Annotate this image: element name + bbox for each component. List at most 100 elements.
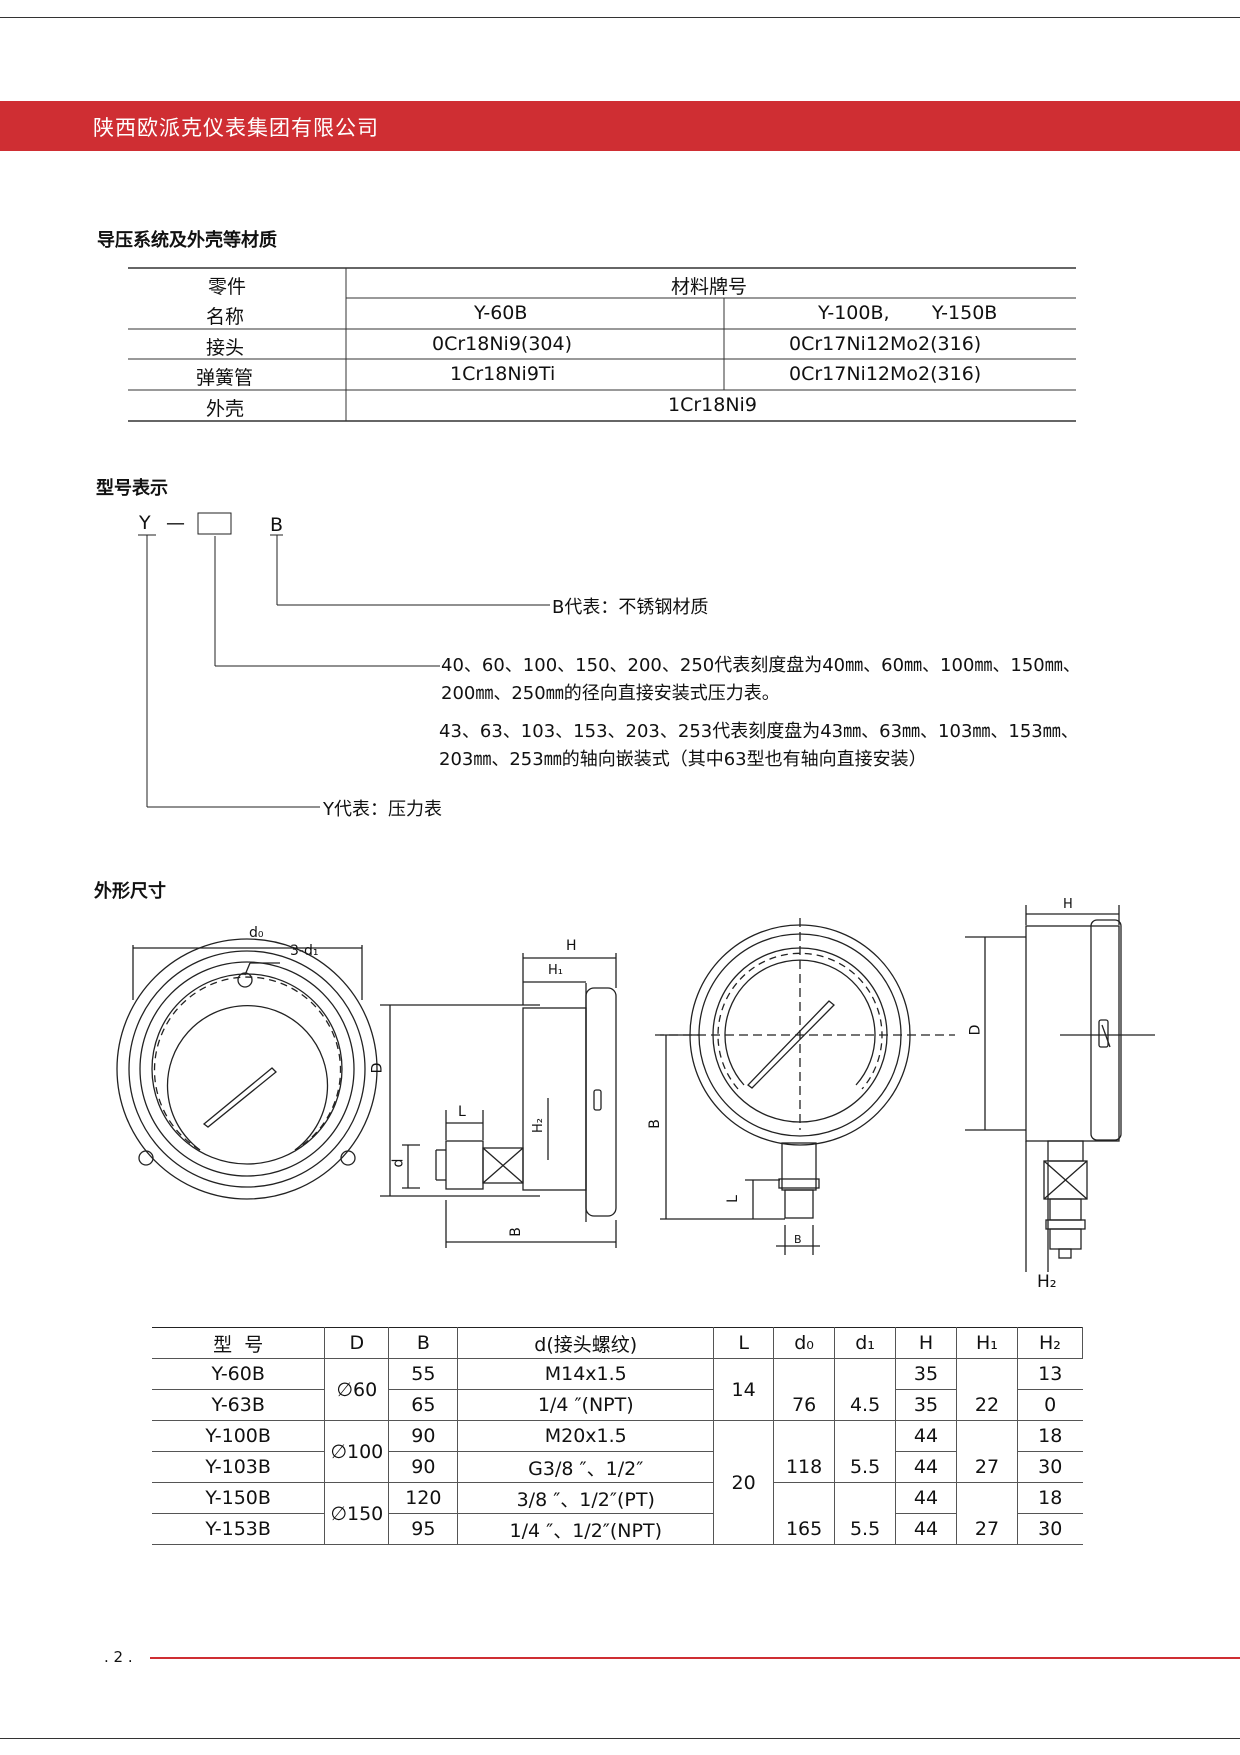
label-B: B <box>507 1227 524 1237</box>
cell-thread: 1/4 ″(NPT) <box>457 1389 715 1421</box>
cell-model: Y-103B <box>152 1451 326 1483</box>
col-header: d₀ <box>773 1327 836 1359</box>
col-header: d(接头螺纹) <box>457 1327 715 1359</box>
cell-H: 44 <box>895 1420 957 1452</box>
model-code-diagram <box>138 512 550 808</box>
mat-header-part-1: 零件 <box>208 276 247 298</box>
table-row: Y-150B ∅150 120 3/8 ″、1/2″(PT) 165 5.5 4… <box>152 1482 1083 1545</box>
dimension-table: 型 号 D B d(接头螺纹) L d₀ d₁ H H₁ H₂ Y-60B ∅6… <box>152 1327 1084 1545</box>
cell-H1: 27 <box>956 1420 1018 1483</box>
front-view-flange <box>116 938 378 1200</box>
cell-H2: 30 <box>1016 1513 1083 1545</box>
company-banner: 陕西欧派克仪表集团有限公司 <box>0 101 1240 151</box>
cell-thread: 1/4 ″、1/2″(NPT) <box>457 1513 715 1545</box>
label-L: L <box>458 1104 466 1120</box>
cell-H1: 22 <box>956 1358 1018 1421</box>
side-view-radial <box>965 905 1155 1272</box>
cell-d0: 165 <box>773 1482 836 1545</box>
cell-model: Y-150B <box>152 1482 326 1514</box>
cell-d0: 76 <box>773 1358 836 1421</box>
cell-model: Y-63B <box>152 1389 326 1421</box>
col-header: d₁ <box>834 1327 897 1359</box>
radial-description-2: 200㎜、250㎜的径向直接安装式压力表。 <box>441 683 780 704</box>
col-header: H₁ <box>956 1327 1018 1359</box>
axial-description-1: 43、63、103、153、203、253代表刻度盘为43㎜、63㎜、103㎜、… <box>439 721 1079 742</box>
cell-thread: M14x1.5 <box>457 1358 715 1390</box>
cell-H2: 0 <box>1016 1389 1083 1421</box>
model-code-b: B <box>270 514 284 536</box>
cell-H2: 30 <box>1016 1451 1083 1483</box>
mat-col-a: Y-60B <box>474 302 528 324</box>
front-view-radial <box>655 918 955 1255</box>
cell-model: Y-153B <box>152 1513 326 1545</box>
label-L: L <box>724 1195 741 1203</box>
label-3-d1: 3-d₁ <box>290 943 319 959</box>
cell-H: 44 <box>895 1482 957 1514</box>
col-header: D <box>324 1327 390 1359</box>
cell-d1: 4.5 <box>834 1358 897 1421</box>
cell-H: 44 <box>895 1451 957 1483</box>
material-table-lines <box>128 267 1076 422</box>
cell-d0: 118 <box>773 1420 836 1483</box>
cell-L: 14 <box>713 1358 775 1421</box>
cell-H: 35 <box>895 1358 957 1390</box>
cell-thread: G3/8 ″、1/2″ <box>457 1451 715 1483</box>
label-H2: H₂ <box>531 1118 546 1133</box>
page-number: . 2 . <box>104 1648 133 1666</box>
label-H2: H₂ <box>1037 1272 1057 1292</box>
cell-thread: 3/8 ″、1/2″(PT) <box>457 1482 715 1514</box>
label-H1: H₁ <box>548 963 563 978</box>
cell-H: 35 <box>895 1389 957 1421</box>
axial-description-2: 203㎜、253㎜的轴向嵌装式（其中63型也有轴向直接安装） <box>439 749 927 770</box>
side-view-flange <box>380 953 617 1248</box>
label-D: D <box>967 1024 984 1036</box>
mat-row-b: 0Cr17Ni12Mo2(316) <box>789 363 982 385</box>
table-row: Y-63B 65 1/4 ″(NPT) 35 0 <box>152 1389 1083 1421</box>
b-description: B代表：不锈钢材质 <box>552 597 709 618</box>
footer-red-rule <box>150 1657 1240 1659</box>
model-section-title: 型号表示 <box>96 478 168 499</box>
outline-drawings <box>116 905 1155 1272</box>
table-header-row: 型 号 D B d(接头螺纹) L d₀ d₁ H H₁ H₂ <box>152 1327 1084 1359</box>
cell-model: Y-60B <box>152 1358 326 1390</box>
mat-row-part: 外壳 <box>206 398 245 420</box>
material-section-title: 导压系统及外壳等材质 <box>97 230 277 251</box>
col-header: B <box>388 1327 459 1359</box>
mat-row-a: 1Cr18Ni9Ti <box>450 363 556 385</box>
model-code-box <box>197 512 232 535</box>
bottom-rule <box>0 1738 1240 1739</box>
cell-D: ∅100 <box>324 1420 390 1483</box>
label-D: D <box>369 1062 386 1074</box>
cell-D: ∅150 <box>324 1482 390 1545</box>
label-d0: d₀ <box>249 925 264 941</box>
mat-row-b: 0Cr17Ni12Mo2(316) <box>789 333 982 355</box>
cell-D: ∅60 <box>324 1358 390 1421</box>
cell-H1: 27 <box>956 1482 1018 1545</box>
company-name: 陕西欧派克仪表集团有限公司 <box>93 116 379 140</box>
cell-B: 55 <box>388 1358 459 1390</box>
cell-B: 65 <box>388 1389 459 1421</box>
label-B: B <box>646 1119 663 1129</box>
outline-section-title: 外形尺寸 <box>94 881 166 902</box>
col-header: 型 号 <box>152 1327 326 1359</box>
col-header: H₂ <box>1016 1327 1084 1359</box>
radial-description-1: 40、60、100、150、200、250代表刻度盘为40㎜、60㎜、100㎜、… <box>441 655 1081 676</box>
mat-row-part: 接头 <box>206 337 245 359</box>
cell-H2: 13 <box>1016 1358 1083 1390</box>
mat-row-part: 弹簧管 <box>196 367 254 389</box>
mat-header-part-2: 名称 <box>206 306 245 328</box>
label-H: H <box>566 938 577 954</box>
cell-B: 95 <box>388 1513 459 1545</box>
mat-row-ab: 1Cr18Ni9 <box>668 394 757 416</box>
mat-header-material: 材料牌号 <box>671 276 748 298</box>
cell-B: 90 <box>388 1451 459 1483</box>
table-row: Y-100B ∅100 90 M20x1.5 20 118 5.5 44 27 … <box>152 1420 1083 1545</box>
label-d: d <box>390 1158 407 1168</box>
cell-thread: M20x1.5 <box>457 1420 715 1452</box>
model-code-dash: — <box>166 512 185 534</box>
y-description: Y代表：压力表 <box>323 799 442 820</box>
mat-row-a: 0Cr18Ni9(304) <box>432 333 573 355</box>
label-H: H <box>1063 897 1073 912</box>
cell-H2: 18 <box>1016 1420 1083 1452</box>
cell-model: Y-100B <box>152 1420 326 1452</box>
